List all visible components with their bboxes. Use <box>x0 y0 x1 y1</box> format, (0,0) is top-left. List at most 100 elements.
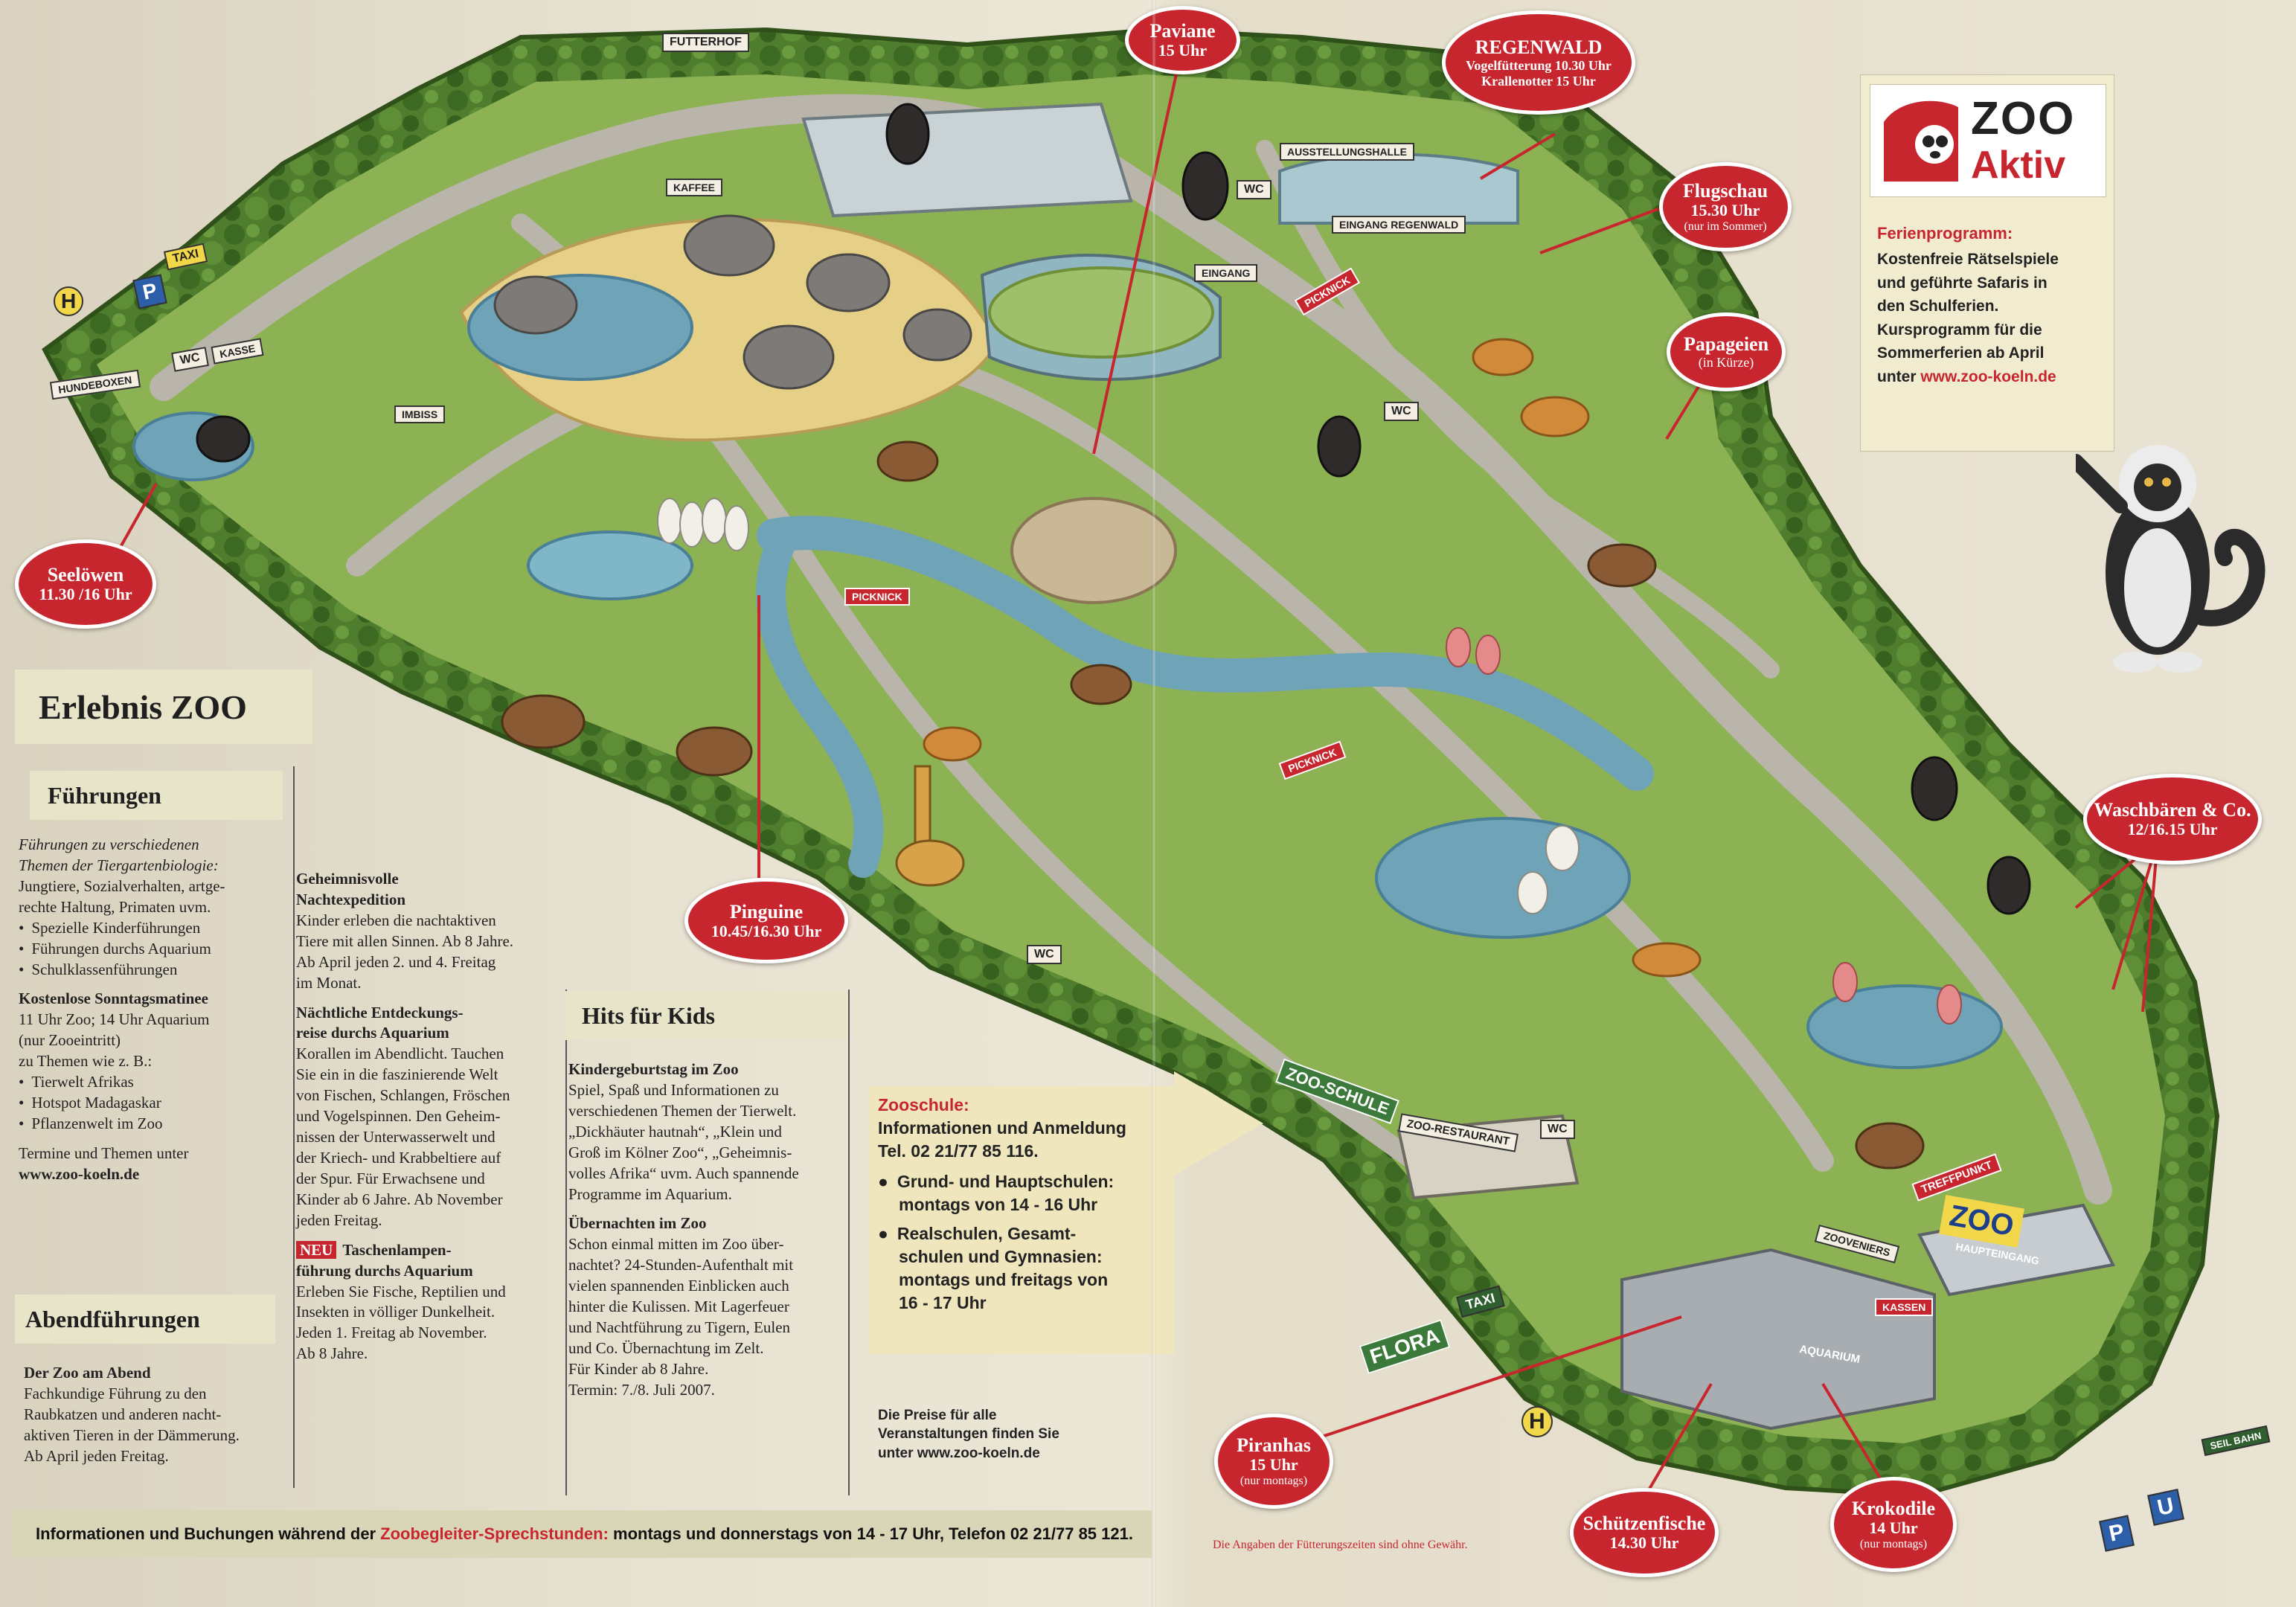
bubble-title: Piranhas <box>1237 1434 1311 1457</box>
bubble-time: 15 Uhr <box>1249 1455 1298 1475</box>
heading-line: Kindergeburtstag im Zoo <box>568 1060 739 1078</box>
heading-line: reise durchs Aquarium <box>296 1024 449 1042</box>
sign-eingang-regenwald: EINGANG REGENWALD <box>1332 216 1466 234</box>
bubble-title: Paviane <box>1149 20 1216 42</box>
text-line: und Vogelspinnen. Den Geheim- <box>296 1107 501 1126</box>
text-line: Kinder ab 6 Jahre. Ab November <box>296 1190 503 1208</box>
bubble-title: Waschbären & Co. <box>2094 799 2251 821</box>
text-line: 11 Uhr Zoo; 14 Uhr Aquarium <box>19 1010 210 1029</box>
list-item: Tierwelt Afrikas <box>19 1072 294 1093</box>
bubble-title: Krokodile <box>1851 1498 1936 1520</box>
text-line: „Dickhäuter hautnah“, „Klein und <box>568 1122 782 1141</box>
zoo-aktiv-url[interactable]: www.zoo-koeln.de <box>1920 368 2056 385</box>
list-item: Schulklassenführungen <box>19 960 294 981</box>
bubble-note: (nur im Sommer) <box>1684 219 1767 233</box>
animal-figures <box>493 214 972 390</box>
heading-line: Übernachten im Zoo <box>568 1214 707 1233</box>
bubble-title: REGENWALD <box>1475 36 1603 59</box>
sign-futterhof: FUTTERHOF <box>662 33 749 52</box>
bubble-note: (nur montags) <box>1240 1474 1308 1487</box>
sign-kassen: KASSEN <box>1875 1298 1934 1316</box>
text-line: jeden Freitag. <box>296 1210 382 1229</box>
text-line: montags und freitags von <box>899 1270 1109 1290</box>
heading-line: Taschenlampen- <box>342 1240 452 1259</box>
column-divider <box>293 766 295 1488</box>
bubble-pinguine: Pinguine 10.45/16.30 Uhr <box>684 878 848 963</box>
giraffe-figure <box>895 765 965 887</box>
prices-note: Die Preise für alle Veranstaltungen find… <box>878 1406 1176 1463</box>
text-line: den Schulferien. <box>1877 298 1999 315</box>
text-line: schulen und Gymnasien: <box>899 1247 1103 1267</box>
text-line: Themen der Tiergartenbiologie: <box>19 856 219 874</box>
text-line: verschiedenen Themen der Tierwelt. <box>568 1101 797 1120</box>
text-line: Führungen zu verschiedenen <box>19 835 199 853</box>
bar-prefix: Informationen und Buchungen während der <box>36 1524 376 1543</box>
bar-suffix: montags und donnerstags von 14 - 17 Uhr,… <box>608 1524 1133 1543</box>
abendfuehrungen-text: Der Zoo am Abend Fachkundige Führung zu … <box>24 1363 299 1467</box>
penguin-pool <box>527 530 693 600</box>
text-line: hinter die Kulissen. Mit Lagerfeuer <box>568 1298 789 1316</box>
animal-figures-brown <box>501 440 1925 1170</box>
abendprogramm-column: Geheimnisvolle Nachtexpedition Kinder er… <box>296 869 571 1364</box>
bubble-time: 15 Uhr <box>1158 41 1208 60</box>
fuehrungen-url[interactable]: www.zoo-koeln.de <box>19 1164 140 1183</box>
text-line: Schon einmal mitten im Zoo über- <box>568 1235 784 1254</box>
bubble-title: Seelöwen <box>47 564 124 586</box>
list-item: Führungen durchs Aquarium <box>19 939 294 960</box>
animal-figures-orange <box>923 338 1702 978</box>
bubble-line: Krallenotter 15 Uhr <box>1481 73 1596 89</box>
text-line: Ab April jeden Freitag. <box>24 1446 169 1465</box>
zooschule-box: Zooschule: Informationen und Anmeldung T… <box>878 1094 1176 1315</box>
sign-wc-restaurant: WC <box>1540 1120 1575 1139</box>
sign-ausstellungshalle: AUSSTELLUNGSHALLE <box>1280 143 1414 161</box>
text-line: Korallen im Abendlicht. Tauchen <box>296 1045 504 1063</box>
animal-figures-dark <box>196 103 2031 915</box>
pelican-lake <box>1375 817 1631 939</box>
fuehrungen-list: Spezielle Kinderführungen Führungen durc… <box>19 918 294 981</box>
text-line: und Co. Übernachtung im Zelt. <box>568 1338 764 1357</box>
sign-eingang: EINGANG <box>1194 264 1258 282</box>
zooschule-list: Grund- und Hauptschulen:montags von 14 -… <box>878 1170 1176 1315</box>
page-title: Erlebnis ZOO <box>15 670 312 744</box>
sign-picknick-2: PICKNICK <box>844 588 910 606</box>
text-line: vielen spannenden Einblicken auch <box>568 1277 789 1295</box>
bubble-time: 14.30 Uhr <box>1609 1533 1679 1553</box>
abendfuehrungen-heading: Abendführungen <box>15 1295 275 1344</box>
bubble-time: 11.30 /16 Uhr <box>39 585 132 604</box>
river <box>757 516 1654 791</box>
text-line: montags von 14 - 16 Uhr <box>899 1195 1098 1215</box>
sign-wc-south: WC <box>1027 945 1062 964</box>
bubble-time: (in Kürze) <box>1698 355 1754 371</box>
text-line: Ab 8 Jahre. <box>296 1344 368 1363</box>
text-line: Kostenfreie Rätselspiele <box>1877 251 2059 268</box>
text-line: Insekten in völliger Dunkelheit. <box>296 1303 496 1321</box>
ferienprogramm-heading: Ferienprogramm: <box>1877 224 2013 243</box>
text-line: im Monat. <box>296 973 362 992</box>
parking-sign-south: P <box>2099 1515 2135 1552</box>
url-prefix: unter <box>1877 368 1921 385</box>
heading-line: Nachtexpedition <box>296 890 405 908</box>
bubble-time: 10.45/16.30 Uhr <box>711 921 822 940</box>
parking-sign-p: P <box>132 274 167 309</box>
regenwald-hall <box>1278 153 1519 225</box>
heading-line: Nächtliche Entdeckungs- <box>296 1003 464 1021</box>
bubble-line: Vogelfütterung 10.30 Uhr <box>1466 58 1612 74</box>
text-line: Informationen und Anmeldung <box>878 1118 1126 1138</box>
column-divider-2 <box>565 989 567 1495</box>
lemur-mascot-icon <box>2076 445 2265 673</box>
bubble-seeloewen: Seelöwen 11.30 /16 Uhr <box>15 539 156 629</box>
text-line: Ab April jeden 2. und 4. Freitag <box>296 952 496 971</box>
text-line: von Fischen, Schlangen, Fröschen <box>296 1086 510 1105</box>
zooschule-phone: Tel. 02 21/77 85 116. <box>878 1141 1039 1161</box>
list-item: Grund- und Hauptschulen:montags von 14 -… <box>878 1170 1176 1216</box>
sign-wc-east: WC <box>1384 402 1419 421</box>
column-divider-3 <box>848 989 850 1495</box>
ferienprogramm-text: Kostenfreie Rätselspiele und geführte Sa… <box>1877 248 2108 388</box>
page-fold <box>1152 0 1156 1607</box>
text-line: Die Preise für alle <box>878 1408 997 1423</box>
text-line: unter www.zoo-koeln.de <box>1877 365 2108 389</box>
matinee-title: Kostenlose Sonntagsmatinee <box>19 989 208 1008</box>
bubble-paviane: Paviane 15 Uhr <box>1125 6 1240 74</box>
bubble-title: Flugschau <box>1682 180 1769 202</box>
text-line: Kinder erleben die nachtaktiven <box>296 911 496 929</box>
